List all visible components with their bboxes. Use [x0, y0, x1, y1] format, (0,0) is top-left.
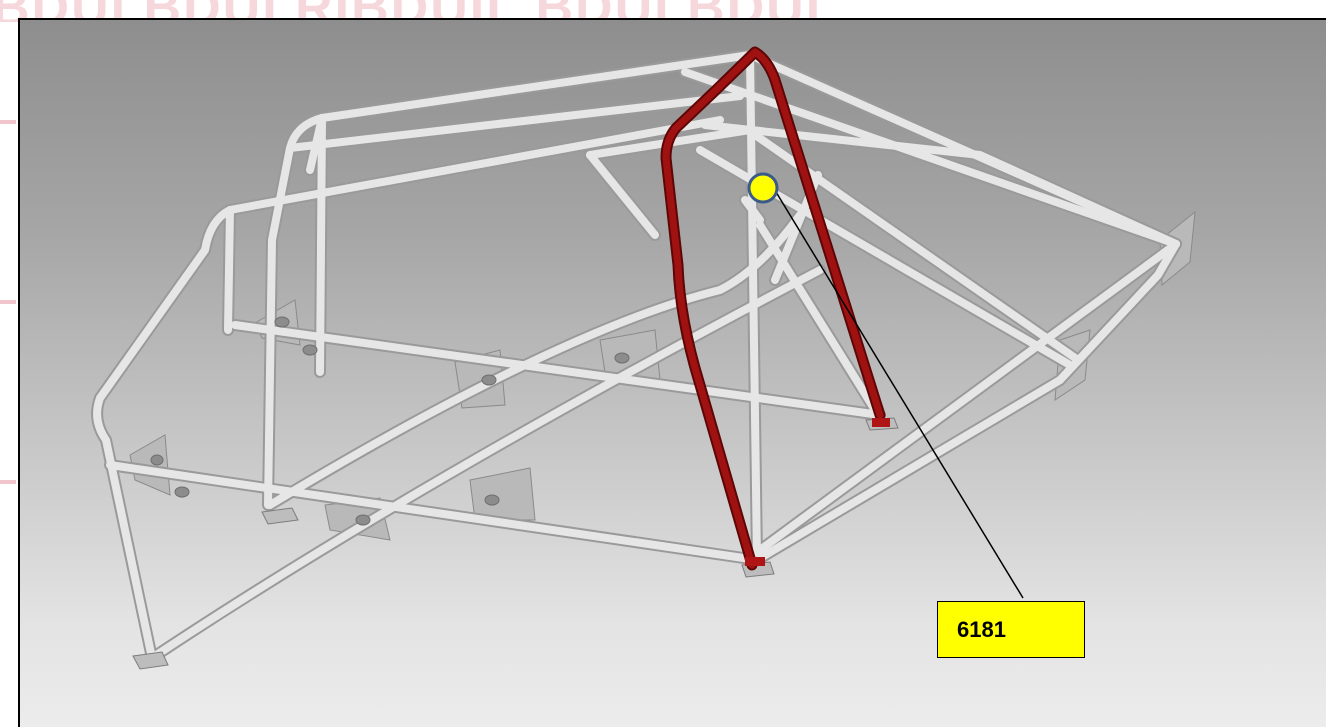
gusset-hole [484, 494, 500, 506]
watermark-text: BDUI BDUI RIBDUIL BDUI BDUI [0, 0, 822, 22]
foot-plate [132, 651, 169, 670]
gusset-holes [150, 316, 630, 526]
gusset-hole [481, 374, 497, 386]
gusset-hole [174, 486, 190, 498]
hoop-foot-plate [872, 418, 890, 427]
gusset-hole [355, 514, 371, 526]
gusset-plate [469, 467, 536, 521]
part-number-label: 6181 [957, 617, 1006, 642]
side-watermark-mark [0, 300, 16, 304]
part-callout-box: 6181 [937, 601, 1085, 658]
gusset-hole [150, 454, 164, 466]
location-marker [747, 172, 779, 204]
gusset-hole [302, 344, 318, 356]
gusset-hole [614, 352, 630, 364]
foot-plate [261, 507, 299, 525]
hoop-foot-plate [745, 557, 765, 566]
side-watermark-mark [0, 480, 16, 484]
side-watermark-mark [0, 120, 16, 124]
highlighted-main-hoop [660, 46, 890, 571]
watermark-strip: BDUI BDUI RIBDUIL BDUI BDUI [0, 0, 1328, 22]
gusset-hole [274, 316, 290, 328]
callout-leader-line [775, 191, 1024, 599]
